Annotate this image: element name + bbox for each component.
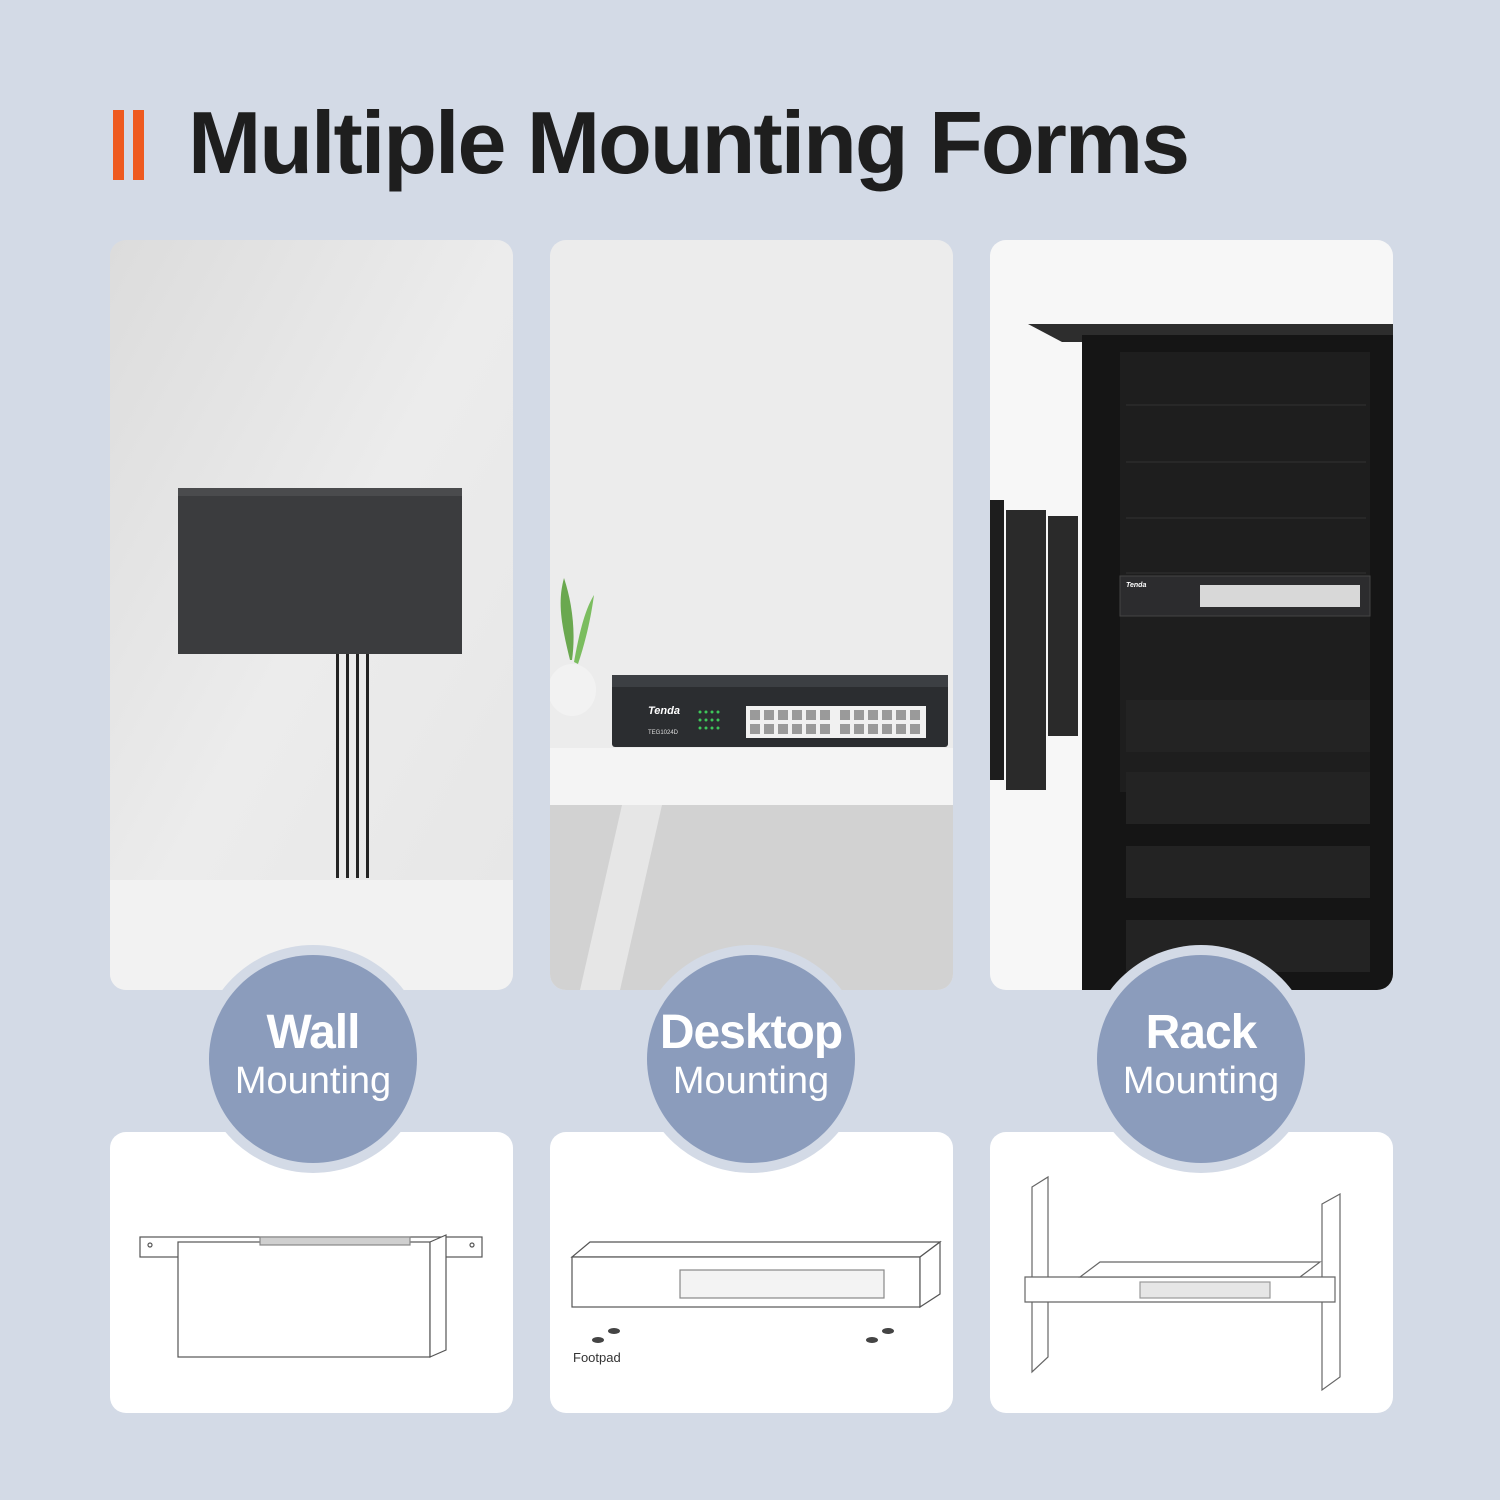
rack-badge-title: Rack <box>1145 1006 1258 1059</box>
switch-model-label: TEG1024D <box>648 730 679 736</box>
desktop-badge-title: Desktop <box>659 1006 843 1059</box>
desktop-mounting-badge: Desktop Mounting <box>637 945 865 1173</box>
desktop-badge-subtitle: Mounting <box>672 1060 830 1102</box>
rack-badge-subtitle: Mounting <box>1122 1060 1280 1102</box>
rack-mounting-photo: Tenda <box>990 240 1393 990</box>
title-accent-bar <box>113 110 124 180</box>
desktop-mounting-diagram: Footpad <box>550 1132 953 1413</box>
rack-switch-brand: Tenda <box>1126 582 1146 589</box>
page-title: Multiple Mounting Forms <box>188 93 1190 192</box>
switch-brand-label: Tenda <box>648 705 680 717</box>
footpad-label: Footpad <box>573 1350 621 1365</box>
desktop-mounting-photo: Tenda TEG1024D <box>550 240 953 990</box>
rack-mounting-badge: Rack Mounting <box>1087 945 1315 1173</box>
wall-mounting-diagram <box>110 1132 513 1413</box>
wall-badge-title: Wall <box>266 1006 361 1059</box>
wall-badge-subtitle: Mounting <box>234 1060 392 1102</box>
title-accent-bar <box>133 110 144 180</box>
wall-mounting-badge: Wall Mounting <box>199 945 427 1173</box>
wall-mounting-photo <box>110 240 513 990</box>
rack-mounting-diagram <box>990 1132 1393 1413</box>
